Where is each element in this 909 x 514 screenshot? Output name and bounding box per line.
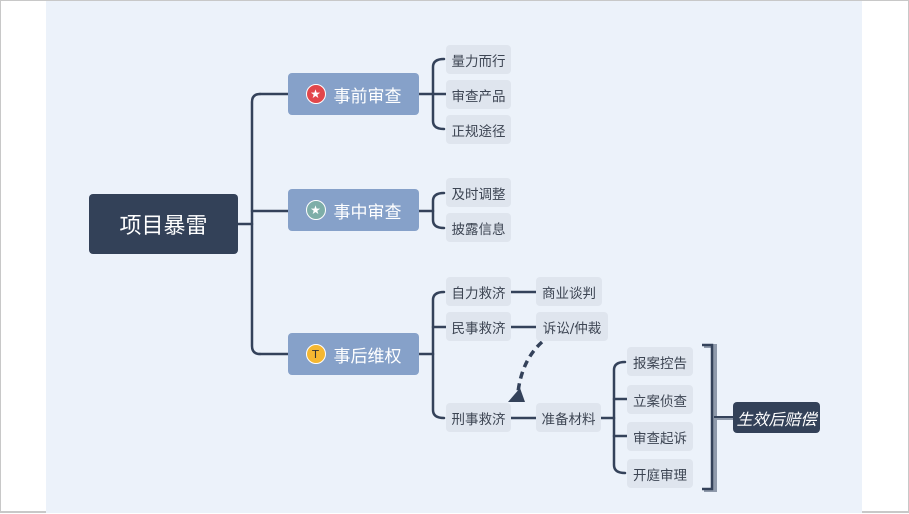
subtopic[interactable]: 审查产品 <box>446 80 511 109</box>
subtopic-label: 审查产品 <box>451 88 506 105</box>
subtopic[interactable]: 诉讼/仲裁 <box>536 312 608 341</box>
crying-face-icon: T <box>305 344 326 364</box>
connector-root-trunk <box>250 92 262 356</box>
step-item[interactable]: 报案控告 <box>627 347 693 376</box>
star-red-icon: ★ <box>305 84 326 104</box>
subtopic[interactable]: 准备材料 <box>536 403 601 432</box>
connector-b2-trunk <box>431 191 446 230</box>
step-item[interactable]: 开庭审理 <box>627 459 693 488</box>
branch-label: 事中审查 <box>333 202 402 223</box>
branch-post-remedy[interactable]: T 事后维权 <box>288 333 419 375</box>
relationship-arrow <box>516 340 544 393</box>
subtopic[interactable]: 正规途径 <box>446 115 511 144</box>
star-teal-icon: ★ <box>305 200 326 220</box>
relationship-arrowhead <box>508 388 525 402</box>
subtopic-label: 商业谈判 <box>542 285 596 302</box>
subtopic-label: 量力而行 <box>451 53 506 70</box>
subtopic-label: 刑事救济 <box>451 411 506 428</box>
summary-label: 生效后赔偿 <box>736 409 817 429</box>
summary-topic[interactable]: 生效后赔偿 <box>733 402 820 433</box>
subtopic[interactable]: 刑事救济 <box>446 403 511 432</box>
root-topic[interactable]: 项目暴雷 <box>89 194 238 254</box>
step-label: 报案控告 <box>633 355 687 372</box>
subtopic[interactable]: 及时调整 <box>446 178 511 207</box>
branch-label: 事前审查 <box>333 86 402 107</box>
subtopic-label: 披露信息 <box>451 221 506 238</box>
summary-bracket <box>702 343 733 492</box>
step-label: 立案侦查 <box>633 393 687 410</box>
branch-mid-review[interactable]: ★ 事中审查 <box>288 189 419 231</box>
subtopic-label: 准备材料 <box>541 411 596 428</box>
step-label: 审查起诉 <box>633 430 687 447</box>
subtopic-label: 及时调整 <box>451 186 506 203</box>
subtopic-label: 正规途径 <box>451 123 506 140</box>
subtopic[interactable]: 量力而行 <box>446 45 511 74</box>
branch-pre-review[interactable]: ★ 事前审查 <box>288 73 419 115</box>
step-label: 开庭审理 <box>633 467 687 484</box>
root-topic-label: 项目暴雷 <box>119 214 208 239</box>
connector-b3-trunk <box>431 290 446 420</box>
subtopic-label: 自力救济 <box>451 285 506 302</box>
subtopic-label: 诉讼/仲裁 <box>542 320 602 337</box>
subtopic[interactable]: 自力救济 <box>446 277 511 306</box>
subtopic[interactable]: 商业谈判 <box>536 277 602 306</box>
step-item[interactable]: 立案侦查 <box>627 385 693 414</box>
subtopic[interactable]: 披露信息 <box>446 213 511 242</box>
step-item[interactable]: 审查起诉 <box>627 422 693 451</box>
connector-steps-trunk <box>612 360 627 475</box>
subtopic-label: 民事救济 <box>451 320 506 337</box>
branch-label: 事后维权 <box>333 346 402 367</box>
subtopic[interactable]: 民事救济 <box>446 312 511 341</box>
